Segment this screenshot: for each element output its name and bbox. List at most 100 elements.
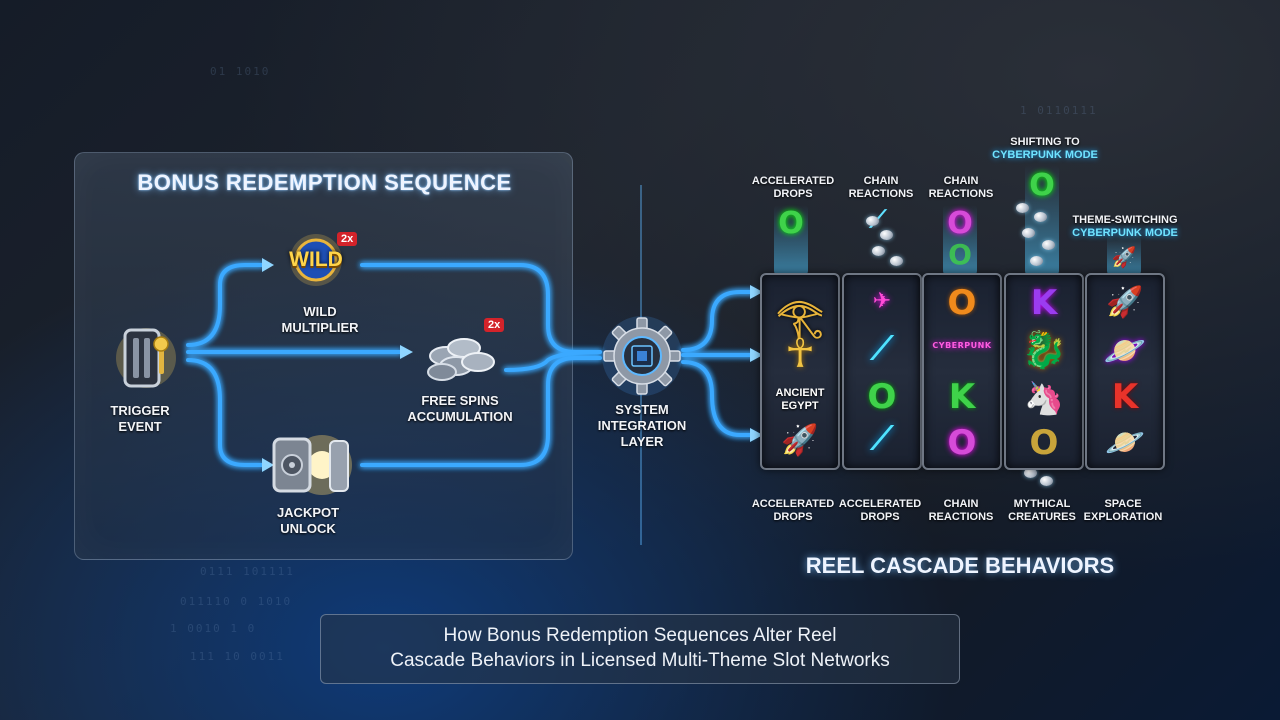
reel2-bottom-label: ACCELERATED DROPS xyxy=(832,498,928,524)
reel4-top-line2: CYBERPUNK MODE xyxy=(992,149,1098,161)
wild-label-line1: WILD xyxy=(303,304,337,319)
reel2-top-line2: REACTIONS xyxy=(848,188,914,200)
falling-o-symbol: O xyxy=(947,206,973,241)
trigger-label: TRIGGER EVENT xyxy=(90,403,190,435)
falling-coin xyxy=(866,216,879,226)
reel2-top-line1: CHAIN xyxy=(863,175,899,187)
reel-section-title: REEL CASCADE BEHAVIORS xyxy=(805,553,1115,578)
reel2-top-label: CHAIN REACTIONS xyxy=(833,175,929,201)
wild-label: WILD MULTIPLIER xyxy=(265,304,375,336)
rocket-symbol: 🚀 xyxy=(781,423,819,458)
freespins-label-line1: FREE SPINS xyxy=(421,393,499,408)
arrow-jackpot xyxy=(262,458,274,472)
jackpot-label-line1: JACKPOT xyxy=(276,505,340,520)
flow-integration-reel-top xyxy=(681,290,754,352)
dragon-symbol: 🐉 xyxy=(1021,330,1067,371)
wild-label-line2: MULTIPLIER xyxy=(281,320,359,335)
arrow-reel-top xyxy=(750,285,763,299)
arrow-reel-bottom xyxy=(750,428,763,442)
flow-arrowheads xyxy=(262,258,763,472)
background-binary: 111 10 0011 xyxy=(190,650,285,663)
reel5-bottom-line2: EXPLORATION xyxy=(1083,511,1163,523)
reel3-bottom-label: CHAIN REACTIONS xyxy=(913,498,1009,524)
arrow-reel-mid xyxy=(750,348,763,362)
reel-4: K 🐉 🦄 O xyxy=(1004,273,1084,470)
caption-line1: How Bonus Redemption Sequences Alter Ree… xyxy=(443,625,837,646)
reel2-bottom-line1: ACCELERATED xyxy=(838,498,922,510)
reel5-bottom-label: SPACE EXPLORATION xyxy=(1075,498,1171,524)
reel5-top-line1: THEME-SWITCHING xyxy=(1072,214,1178,226)
trigger-label-line2: EVENT xyxy=(118,419,162,434)
falling-coin xyxy=(1030,256,1043,266)
reel1-top-label: ACCELERATED DROPS xyxy=(745,175,841,201)
integration-gear-icon xyxy=(600,314,684,398)
reel1-theme-line2: EGYPT xyxy=(781,400,819,412)
reel1-bottom-label: ACCELERATED DROPS xyxy=(745,498,841,524)
falling-coin xyxy=(890,256,903,266)
background-binary: 01 1010 xyxy=(210,65,271,78)
flow-jackpot-integration xyxy=(360,356,602,467)
reel-1: 𓂀 ☥ ANCIENT EGYPT 🚀 xyxy=(760,273,840,470)
wild-badge-icon: WILD 2x xyxy=(280,230,360,288)
background-binary: 1 0010 1 0 xyxy=(170,622,257,635)
reel-2: ✈ ⟋ O ⟋ xyxy=(842,273,922,470)
planet-symbol: 🪐 xyxy=(1105,423,1145,461)
blade-symbol: ⟋ xyxy=(870,329,894,367)
falling-coin xyxy=(1042,240,1055,250)
drone-symbol: ✈ xyxy=(872,289,892,314)
k-symbol: K xyxy=(1111,377,1139,417)
reel1-bottom-line1: ACCELERATED xyxy=(751,498,835,510)
reel4-bottom-label: MYTHICAL CREATURES xyxy=(994,498,1090,524)
caption-box: How Bonus Redemption Sequences Alter Ree… xyxy=(320,614,960,684)
reel-5: 🚀 🪐 K 🪐 xyxy=(1085,273,1165,470)
o-symbol: O xyxy=(1029,423,1059,463)
background-binary: 0111 101111 xyxy=(200,565,295,578)
reel1-top-line2: DROPS xyxy=(773,188,813,200)
reel1-bottom-line2: DROPS xyxy=(773,511,813,523)
falling-rocket-symbol: 🚀 xyxy=(1111,245,1137,269)
wild-badge-text: WILD xyxy=(289,248,343,271)
freespins-multiplier-badge: 2x xyxy=(484,318,505,332)
falling-o-symbol: O xyxy=(948,238,972,271)
reel4-top-line1: SHIFTING TO xyxy=(1010,136,1080,148)
o-symbol: O xyxy=(947,283,977,323)
reel-3: O CYBERPUNK K O xyxy=(922,273,1002,470)
reel5-top-line2: CYBERPUNK MODE xyxy=(1072,227,1178,239)
k-symbol: K xyxy=(948,377,976,417)
rocket-symbol: 🚀 xyxy=(1106,285,1144,320)
integration-label: SYSTEM INTEGRATION LAYER xyxy=(588,402,696,450)
reel3-bottom-line2: REACTIONS xyxy=(928,511,994,523)
k-symbol: K xyxy=(1030,283,1058,323)
trigger-label-line1: TRIGGER xyxy=(110,403,170,418)
falling-coin xyxy=(1034,212,1047,222)
falling-o-symbol: O xyxy=(1029,168,1055,203)
flow-wild-integration xyxy=(360,263,602,354)
caption-line2: Cascade Behaviors in Licensed Multi-Them… xyxy=(390,650,890,671)
cascade-beam xyxy=(774,205,808,275)
reel1-theme-line1: ANCIENT xyxy=(775,387,825,399)
coin-stack-icon: 2x xyxy=(420,318,512,384)
falling-coin xyxy=(880,230,893,240)
falling-coin xyxy=(1022,228,1035,238)
panel-title: BONUS REDEMPTION SEQUENCE xyxy=(137,170,512,195)
arrow-wild xyxy=(262,258,274,272)
cyberpunk-sign-symbol: CYBERPUNK xyxy=(932,341,992,350)
reel4-bottom-line1: MYTHICAL xyxy=(1013,498,1071,510)
reel2-bottom-line2: DROPS xyxy=(860,511,900,523)
o-symbol: O xyxy=(867,377,897,417)
reel4-bottom-line2: CREATURES xyxy=(1008,511,1076,523)
cascade-beam xyxy=(943,205,977,275)
falling-coin xyxy=(1016,203,1029,213)
integration-label-line2: INTEGRATION xyxy=(597,418,687,433)
reel1-top-line1: ACCELERATED xyxy=(751,175,835,187)
cascade-beam xyxy=(1107,235,1141,275)
planet-symbol: 🪐 xyxy=(1103,331,1147,371)
reel3-top-line1: CHAIN xyxy=(943,175,979,187)
reel5-bottom-line1: SPACE xyxy=(1104,498,1142,510)
falling-coin xyxy=(1040,476,1053,486)
trigger-lever-icon xyxy=(113,318,179,396)
flow-paths xyxy=(186,263,754,467)
freespins-label: FREE SPINS ACCUMULATION xyxy=(395,393,525,425)
flow-integration-reel-bottom xyxy=(681,360,754,437)
wild-multiplier-badge: 2x xyxy=(337,232,358,246)
